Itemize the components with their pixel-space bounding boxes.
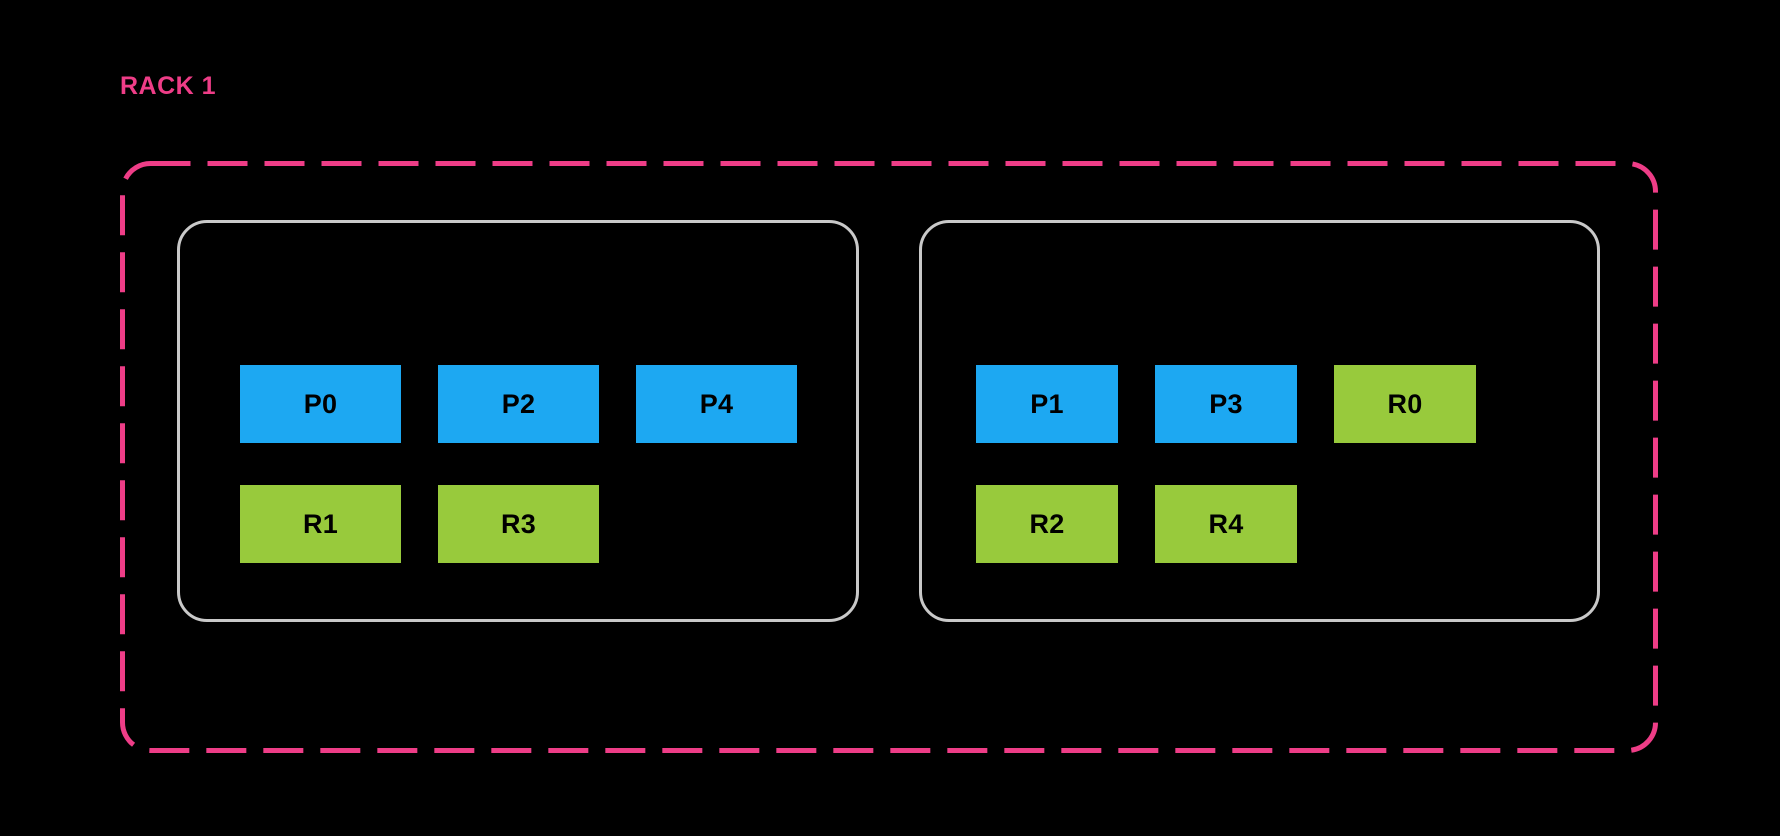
rack-dashed-rect [120,161,1658,753]
shard-block-p1[interactable]: P1 [976,365,1118,443]
shard-grid-right: P1 P3 R0 R2 R4 [922,223,1597,619]
rack-boundary-outline [120,161,1658,753]
rack-label: RACK 1 [120,72,217,100]
shard-block-p0[interactable]: P0 [240,365,401,443]
shard-block-r3[interactable]: R3 [438,485,599,563]
shard-block-r2[interactable]: R2 [976,485,1118,563]
shard-block-p4[interactable]: P4 [636,365,797,443]
node-panel-left: P0 P2 P4 R1 R3 [177,220,859,622]
shard-row-replica: R1 R3 [180,485,916,563]
shard-block-r1[interactable]: R1 [240,485,401,563]
rack-boundary [120,161,1658,753]
shard-block-r0[interactable]: R0 [1334,365,1476,443]
shard-row-primary: P1 P3 R0 [922,365,1651,443]
shard-grid-left: P0 P2 P4 R1 R3 [180,223,856,619]
shard-row-replica: R2 R4 [922,485,1651,563]
shard-block-p3[interactable]: P3 [1155,365,1297,443]
shard-block-r4[interactable]: R4 [1155,485,1297,563]
shard-block-p2[interactable]: P2 [438,365,599,443]
shard-row-primary: P0 P2 P4 [180,365,916,443]
node-panel-right: P1 P3 R0 R2 R4 [919,220,1600,622]
